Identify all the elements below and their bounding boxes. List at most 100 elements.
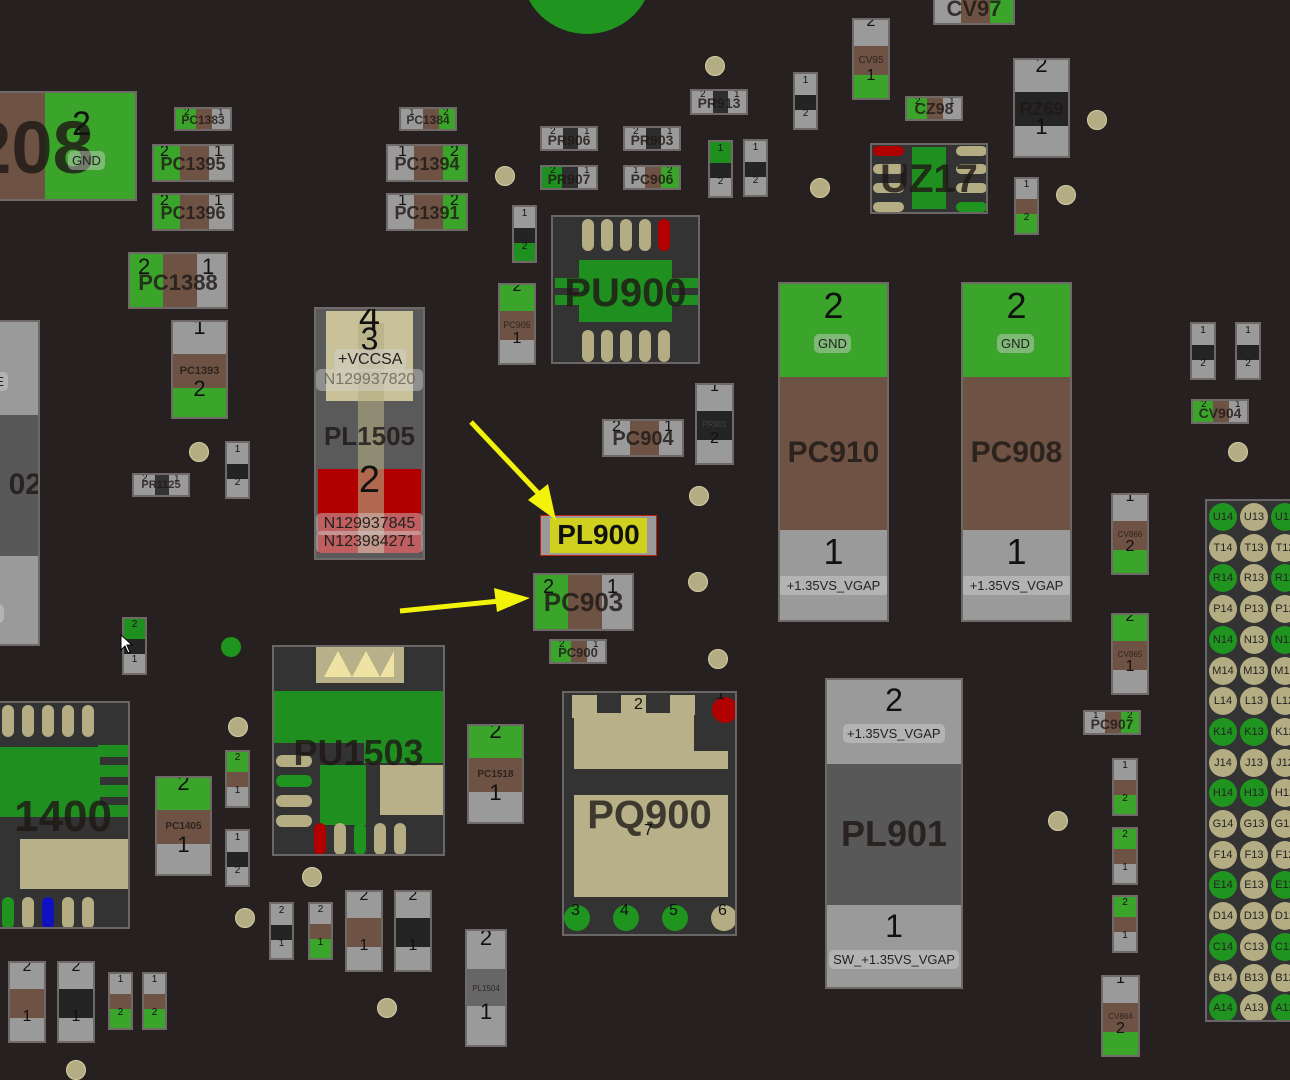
component-pc1383[interactable]: PC1383 2 1 (174, 107, 232, 131)
component-pc1391[interactable]: PC1391 1 2 (386, 193, 468, 231)
bga-ball-k14[interactable]: K14 (1209, 717, 1237, 746)
bga-ball-g13[interactable]: G13 (1240, 810, 1268, 838)
component-small-cap[interactable]: 2 1 (1112, 895, 1138, 953)
component-small-resistor[interactable]: 1 2 (225, 441, 250, 499)
bga-ball-m13[interactable]: M13 (1240, 656, 1268, 685)
component-small-resistor[interactable]: 1 2 (225, 829, 250, 887)
component-pl1504[interactable]: PL1504 2 1 (465, 929, 507, 1047)
bga-ball-k12[interactable]: K12 (1271, 717, 1290, 746)
bga-ball-n13[interactable]: N13 (1240, 625, 1268, 654)
component-pr907[interactable]: PR907 2 1 (540, 165, 598, 190)
bga-ball-r14[interactable]: R14 (1209, 564, 1237, 593)
bga-ball-b13[interactable]: B13 (1240, 963, 1268, 992)
bga-ball-d14[interactable]: D14 (1209, 902, 1237, 931)
bga-ball-u14[interactable]: U14 (1209, 503, 1237, 531)
component-cv97[interactable]: CV97 (933, 0, 1015, 25)
bga-ball-e13[interactable]: E13 (1240, 871, 1268, 900)
component-pc1384[interactable]: PC1384 1 2 (399, 107, 457, 131)
component-pc1518[interactable]: PC1518 2 1 (467, 724, 524, 824)
component-small-resistor[interactable]: 1 2 (743, 139, 768, 197)
component-pc1395[interactable]: PC1395 2 1 (152, 144, 234, 182)
component-pl1505[interactable]: PL1505 4 3 2 +VCCSA N129937820 N12993784… (314, 307, 425, 560)
component-small-cap[interactable]: 1 2 (142, 972, 167, 1030)
bga-ball-b12[interactable]: B12 (1271, 963, 1290, 992)
component-capacitor[interactable]: 2 1 (345, 890, 383, 972)
component-cv904[interactable]: CV904 2 1 (1191, 399, 1249, 424)
component-small-cap[interactable]: 1 2 (1112, 758, 1138, 816)
bga-ball-b14[interactable]: B14 (1209, 963, 1237, 992)
bga-ball-g12[interactable]: G12 (1271, 810, 1290, 838)
bga-ball-u12[interactable]: U12 (1271, 503, 1290, 531)
component-pc907[interactable]: PC907 1 2 (1083, 710, 1141, 735)
component-pc910[interactable]: PC910 2 GND 1 +1.35VS_VGAP (778, 282, 889, 622)
component-pc908[interactable]: PC908 2 GND 1 +1.35VS_VGAP (961, 282, 1072, 622)
bga-ball-u13[interactable]: U13 (1240, 503, 1268, 531)
bga-ball-a14[interactable]: A14 (1209, 994, 1237, 1020)
component-cv95[interactable]: CV95 2 1 (852, 18, 890, 100)
component-capacitor[interactable]: 2 1 (8, 961, 46, 1043)
bga-ball-c12[interactable]: C12 (1271, 932, 1290, 961)
component-small-cap[interactable]: 1 2 (108, 972, 133, 1030)
component-cv865[interactable]: CV865 2 1 (1111, 613, 1149, 695)
bga-ball-c14[interactable]: C14 (1209, 932, 1237, 961)
bga-ball-f14[interactable]: F14 (1209, 840, 1237, 869)
bga-ball-f12[interactable]: F12 (1271, 840, 1290, 869)
component-small-cap[interactable]: 2 1 (1112, 827, 1138, 885)
component-pr913[interactable]: PR913 2 1 (690, 89, 748, 115)
component-pr1125[interactable]: PR1125 2 1 (132, 473, 190, 497)
component-small-resistor[interactable]: 1 2 (708, 140, 733, 198)
component-pc904[interactable]: PC904 2 1 (602, 419, 684, 457)
bga-ball-h13[interactable]: H13 (1240, 779, 1268, 808)
bga-ball-p12[interactable]: P12 (1271, 595, 1290, 624)
component-cv864[interactable]: CV864 1 2 (1101, 975, 1140, 1057)
component-pc900[interactable]: PC900 2 1 (549, 639, 607, 664)
component-pc905[interactable]: PC905 2 1 (498, 283, 536, 365)
bga-ball-m12[interactable]: M12 (1271, 656, 1290, 685)
bga-ball-f13[interactable]: F13 (1240, 840, 1268, 869)
bga-ball-l12[interactable]: L12 (1271, 687, 1290, 716)
component-small-resistor[interactable]: 2 1 (269, 902, 294, 960)
component-pc1405[interactable]: PC1405 2 1 (155, 776, 212, 876)
component-pc1396[interactable]: PC1396 2 1 (152, 193, 234, 231)
component-small-cap[interactable]: 1 2 (512, 205, 537, 263)
component-pq900[interactable]: PQ900 1 2 3 4 5 6 7 (562, 691, 737, 936)
bga-ball-r13[interactable]: R13 (1240, 564, 1268, 593)
component-cz98[interactable]: CZ98 2 1 (905, 96, 963, 121)
component-small-resistor[interactable]: 1 2 (1190, 322, 1216, 380)
bga-ball-t13[interactable]: T13 (1240, 533, 1268, 562)
component-c208[interactable]: 208 2 GND (0, 91, 137, 201)
component-pl901[interactable]: PL901 2 +1.35VS_VGAP 1 SW_+1.35VS_VGAP (825, 678, 963, 989)
bga-ball-k13[interactable]: K13 (1240, 717, 1268, 746)
bga-ball-j13[interactable]: J13 (1240, 748, 1268, 777)
bga-ball-e12[interactable]: E12 (1271, 871, 1290, 900)
bga-ball-n12[interactable]: N12 (1271, 625, 1290, 654)
bga-ball-r12[interactable]: R12 (1271, 564, 1290, 593)
component-cv866[interactable]: CV866 1 2 (1111, 493, 1149, 575)
bga-ball-t14[interactable]: T14 (1209, 533, 1237, 562)
component-pu900[interactable]: PU900 (551, 215, 700, 364)
bga-ball-p14[interactable]: P14 (1209, 595, 1237, 624)
bga-package[interactable]: U14U13U12T14T13T12R14R13R12P14P13P12N14N… (1205, 499, 1290, 1022)
bga-ball-g14[interactable]: G14 (1209, 810, 1237, 838)
component-u1400[interactable]: 1400 (0, 701, 130, 929)
bga-ball-t12[interactable]: T12 (1271, 533, 1290, 562)
component-pc1388[interactable]: PC1388 2 1 (128, 252, 228, 309)
component-pr906[interactable]: PR906 2 1 (540, 126, 598, 151)
component-small-resistor[interactable]: 1 2 (793, 72, 818, 130)
bga-ball-a13[interactable]: A13 (1240, 994, 1268, 1020)
bga-ball-a12[interactable]: A12 (1271, 994, 1290, 1020)
component-resistor[interactable]: 2 1 (394, 890, 432, 972)
bga-ball-j14[interactable]: J14 (1209, 748, 1237, 777)
component-pc1393[interactable]: PC1393 1 2 (171, 320, 228, 419)
component-pl900-highlighted[interactable]: PL900 (540, 515, 657, 556)
bga-ball-c13[interactable]: C13 (1240, 932, 1268, 961)
bga-ball-n14[interactable]: N14 (1209, 625, 1237, 654)
component-small-cap[interactable]: 2 1 (308, 902, 333, 960)
component-small-resistor[interactable]: 1 2 (1235, 322, 1261, 380)
bga-ball-e14[interactable]: E14 (1209, 871, 1237, 900)
component-pc903[interactable]: PC903 2 1 (533, 573, 634, 631)
component-left-inductor[interactable]: 02 RE 00 (0, 320, 40, 646)
bga-ball-m14[interactable]: M14 (1209, 656, 1237, 685)
bga-ball-d12[interactable]: D12 (1271, 902, 1290, 931)
component-resistor[interactable]: 2 1 (57, 961, 95, 1043)
